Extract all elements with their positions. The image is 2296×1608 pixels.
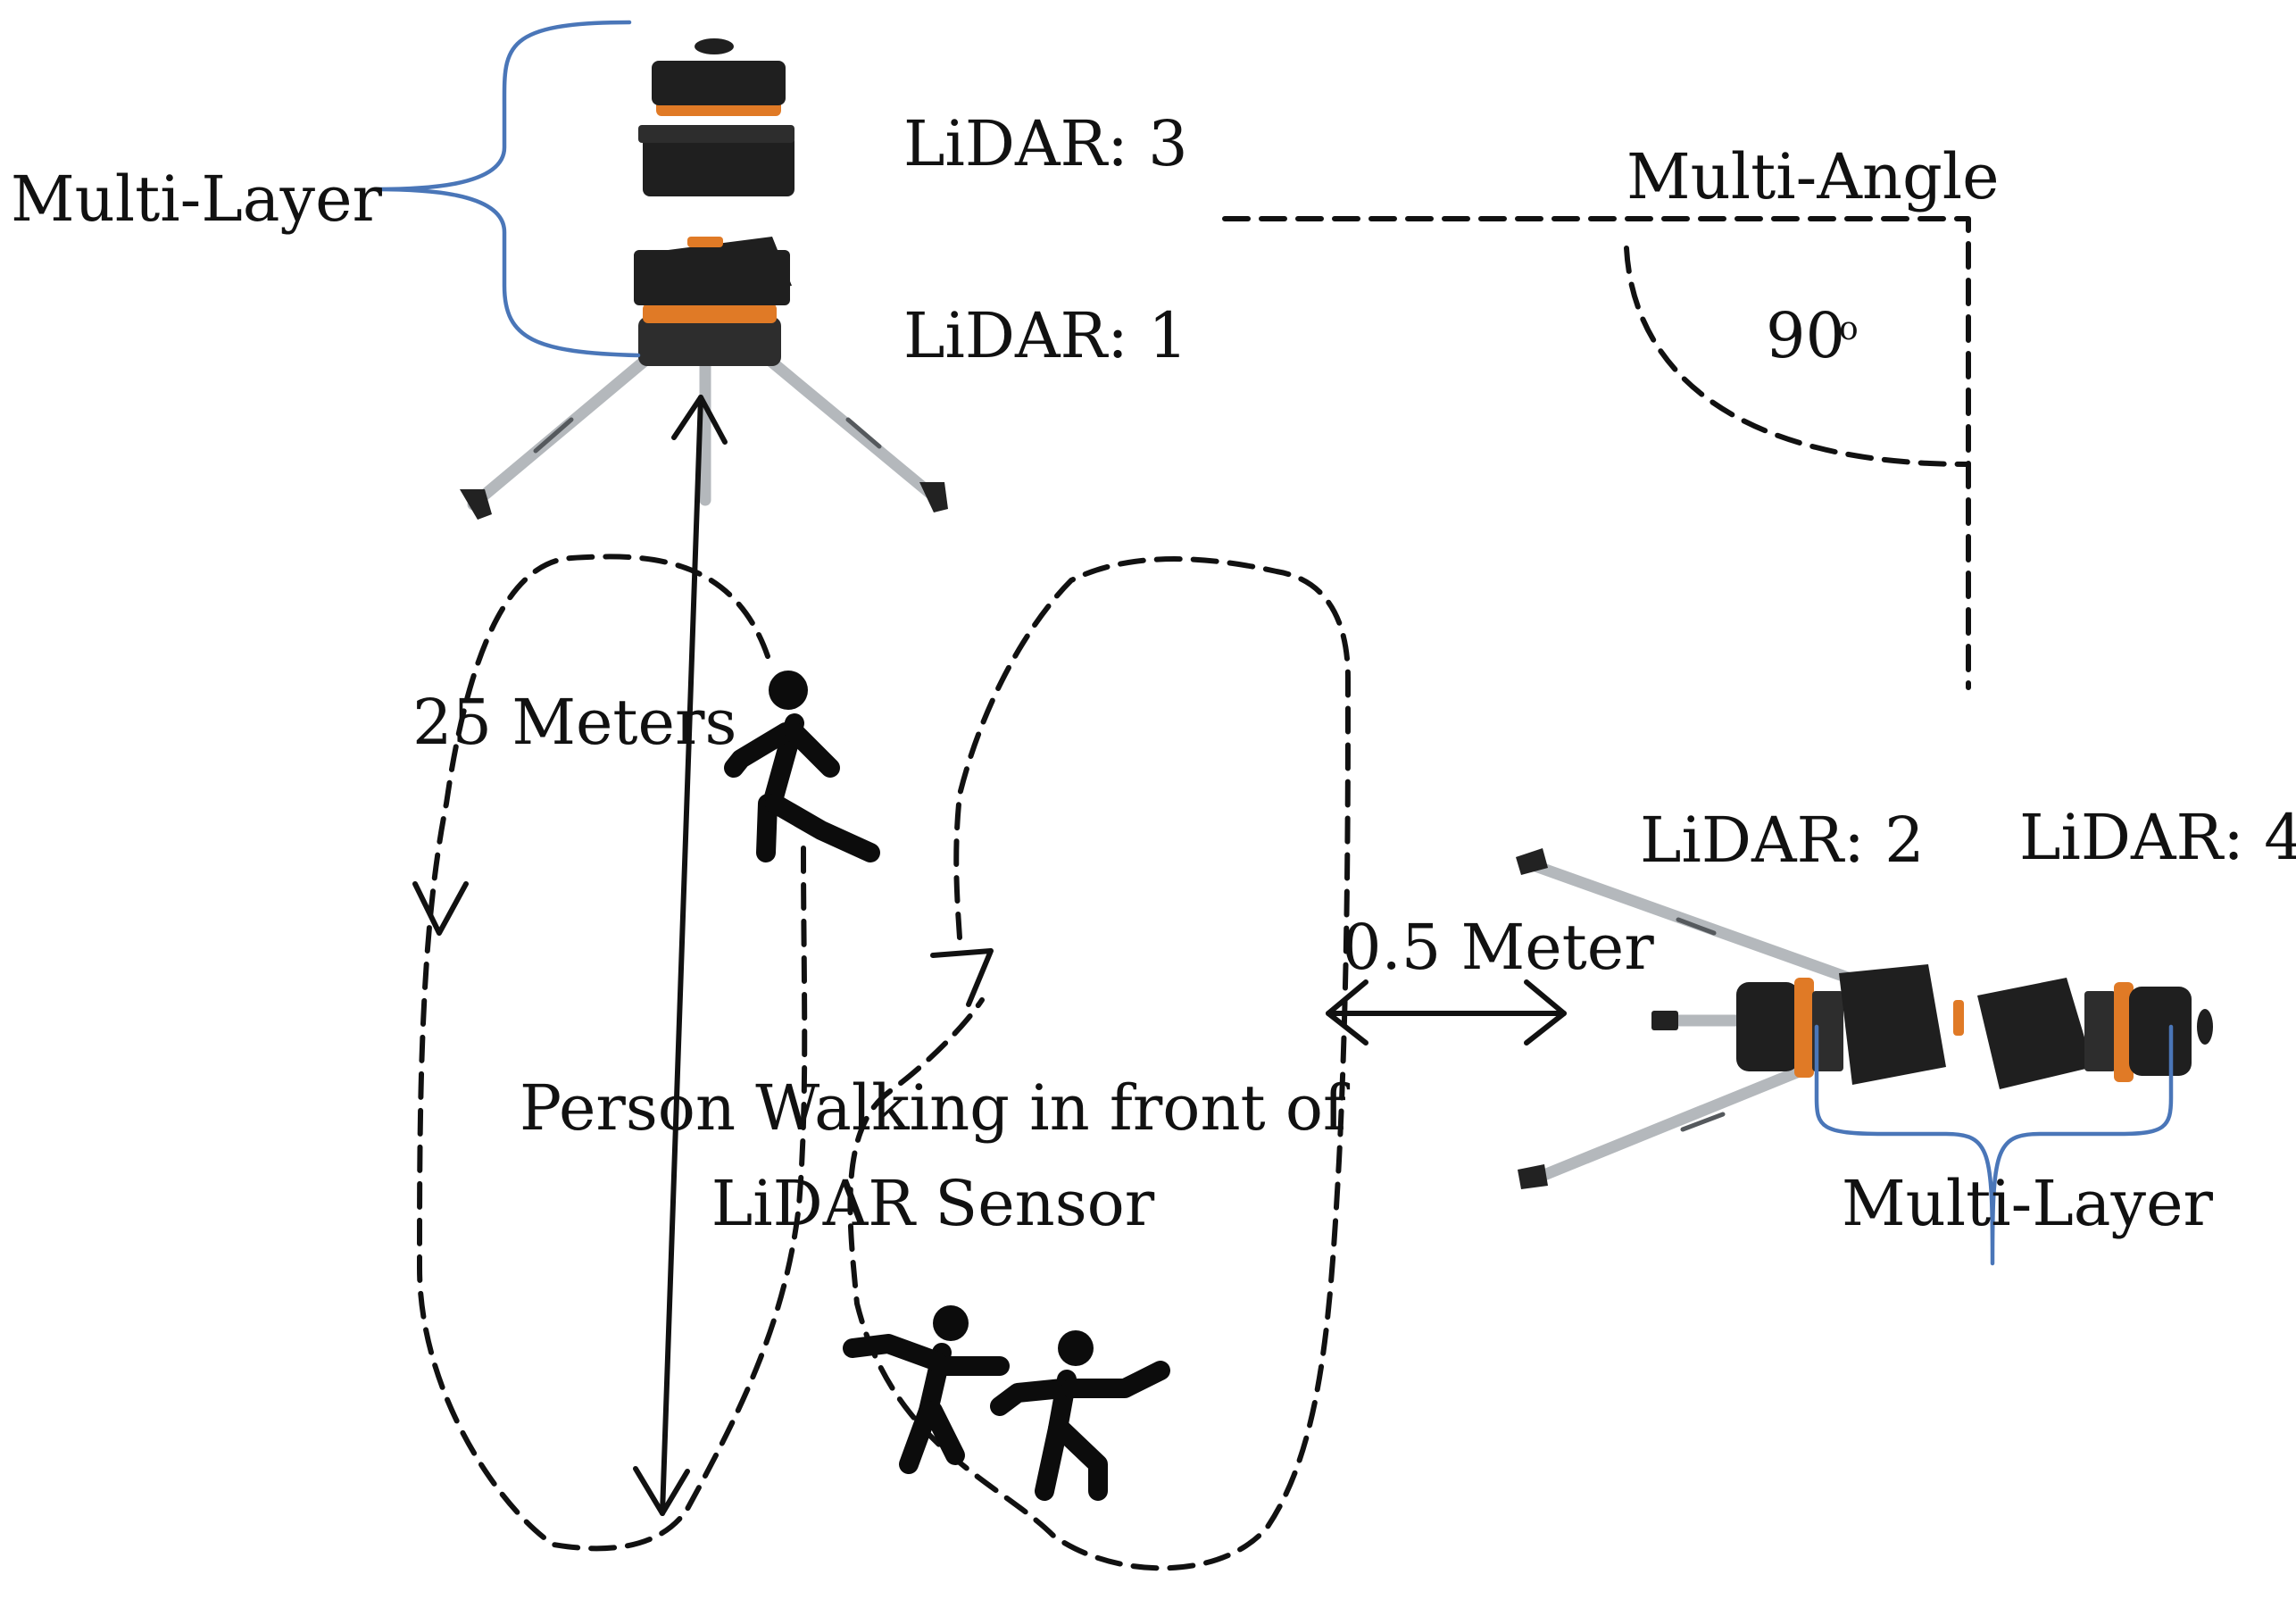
caption-line-1: Person Walking in front of [520, 1071, 1351, 1145]
walking-path-right-arrow [930, 948, 994, 1007]
left-brace [372, 20, 641, 358]
lidar-3-label: LiDAR: 3 [903, 107, 1188, 180]
caption-line-2: LiDAR Sensor [711, 1167, 1155, 1240]
multi-angle-label: Multi-Angle [1626, 140, 2000, 213]
lidar-4-label: LiDAR: 4 [2019, 801, 2296, 874]
walking-path-left-arrow [412, 881, 469, 936]
angle-arc [1624, 246, 1971, 467]
lidar-stack-vertical-icon [460, 38, 948, 520]
distance-arrow-horizontal [1326, 979, 1567, 1046]
angle-label: 90 o [1766, 299, 1859, 372]
lidar-1-label: LiDAR: 1 [903, 299, 1188, 372]
multi-layer-left-label: Multi-Layer [11, 162, 383, 236]
svg-text:o: o [1839, 311, 1859, 347]
svg-text:90: 90 [1766, 299, 1845, 372]
multi-layer-right-label: Multi-Layer [1842, 1167, 2214, 1240]
lidar-2-label: LiDAR: 2 [1640, 804, 1925, 877]
walking-path-right [847, 556, 1351, 1571]
lidar-stack-horizontal-icon [1516, 848, 2213, 1189]
distance-arrow-vertical [633, 395, 728, 1516]
distance-short-label: 0.5 Meter [1342, 911, 1654, 984]
walking-person-icon [724, 671, 880, 862]
right-brace [1814, 1024, 2174, 1266]
walking-pair-icon [843, 1305, 1170, 1501]
walking-path-left [417, 554, 808, 1552]
angle-arm-horizontal [1222, 216, 1971, 690]
